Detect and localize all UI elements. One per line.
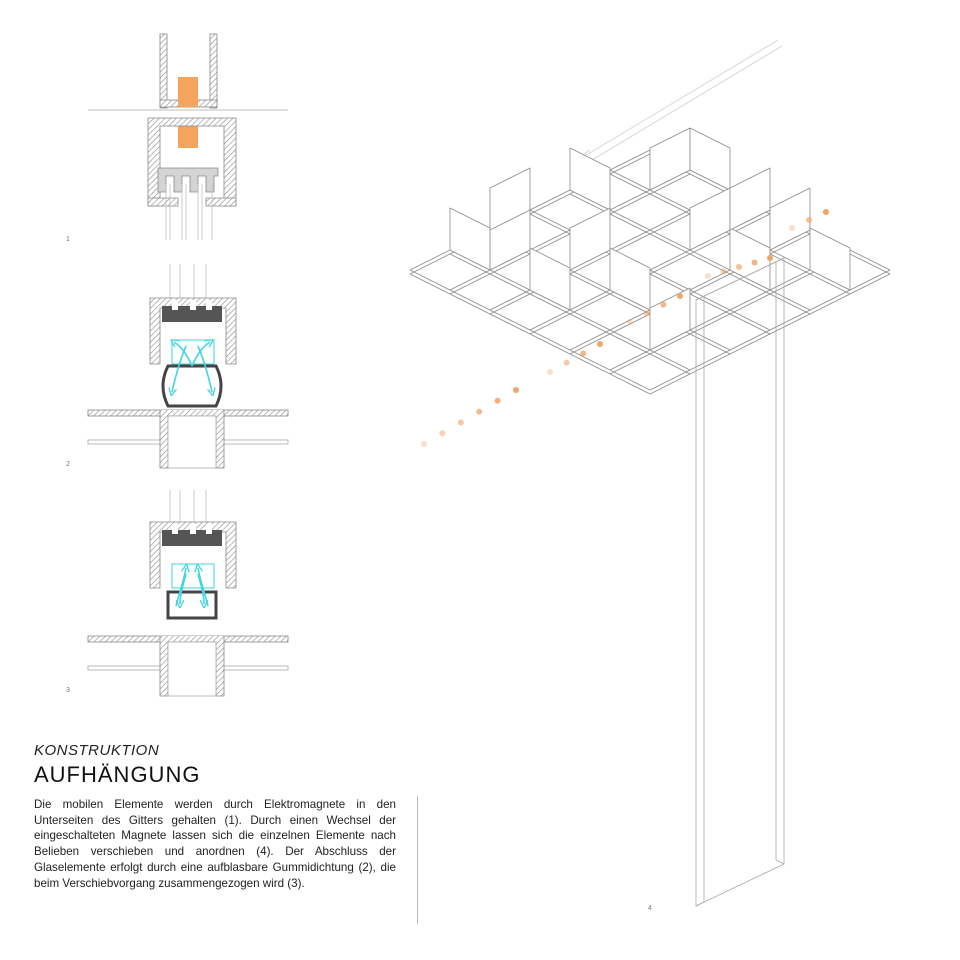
figure-label-4: 4	[648, 905, 652, 912]
figure-label-3: 3	[66, 687, 70, 694]
magnet-icon	[178, 77, 198, 107]
figure-label-2: 2	[66, 461, 70, 468]
detail-2-inflated-seal	[87, 264, 289, 469]
air-flow-arrow-icon	[175, 568, 209, 606]
rubber-seal-icon	[166, 590, 218, 620]
section-kicker: KONSTRUKTION	[34, 742, 160, 759]
magnet-icon	[178, 121, 198, 148]
detail-3-retracted-seal	[87, 490, 289, 697]
vertical-divider	[417, 796, 418, 924]
detail-1-magnet-holding	[88, 33, 288, 240]
page-title: AUFHÄNGUNG	[34, 762, 201, 787]
body-paragraph: Die mobilen Elemente werden durch Elektr…	[34, 798, 396, 890]
air-flow-arrow-icon	[172, 342, 212, 392]
axonometric-grid	[409, 39, 891, 907]
figure-label-1: 1	[66, 236, 70, 243]
rubber-seal-icon	[161, 364, 223, 408]
